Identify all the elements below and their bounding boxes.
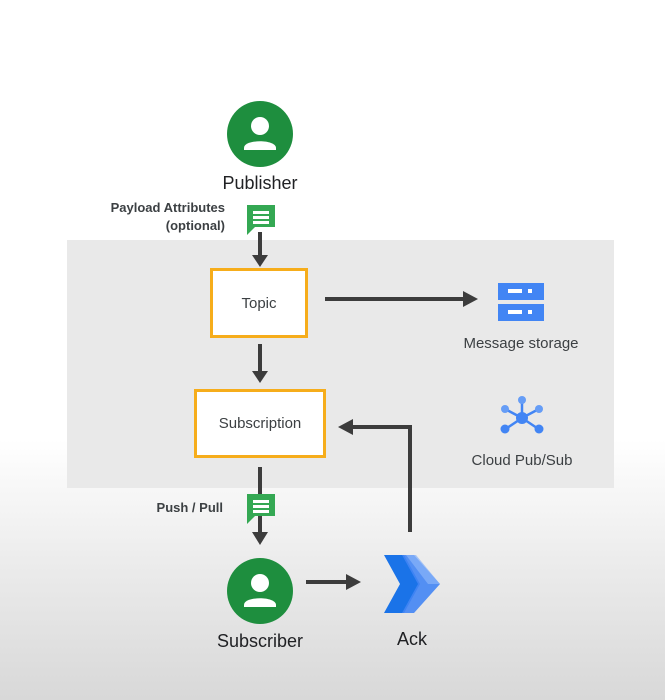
subscription-box: Subscription [194,389,326,458]
ack-chevron-icon [384,555,440,613]
subscriber-label: Subscriber [216,631,304,651]
ack-label: Ack [396,629,427,649]
subscriber-person-icon [227,558,293,624]
message-icon [247,494,275,524]
storage-icon [498,283,544,321]
topic-label: Topic [241,294,277,312]
subscription-label: Subscription [218,415,302,432]
publisher-person-icon [227,101,293,167]
cloud-pubsub-label: Cloud Pub/Sub [471,452,573,469]
pubsub-icon [500,396,544,434]
message-storage-label: Message storage [463,335,579,352]
arrow-ack-to-subscription [352,425,412,532]
payload-line-2: (optional) [165,218,225,233]
publisher-label: Publisher [222,173,298,193]
message-icon [247,205,275,235]
push-pull-label: Push / Pull [156,500,223,515]
payload-attributes-label: Payload Attributes (optional) [80,199,225,235]
payload-line-1: Payload Attributes [110,200,225,215]
cloud-pubsub-panel [67,240,614,488]
topic-box: Topic [210,268,308,338]
